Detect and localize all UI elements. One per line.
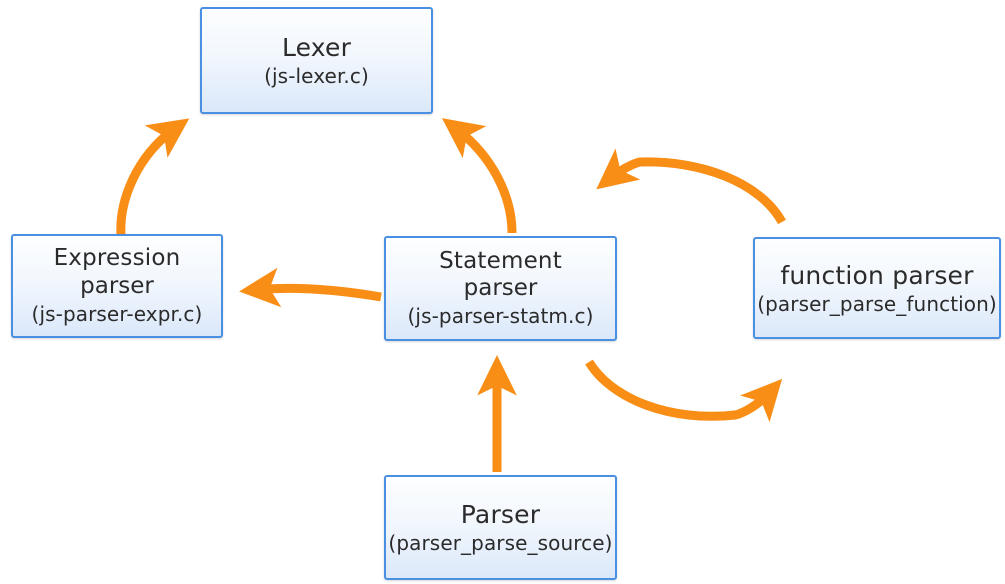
node-lexer[interactable]: Lexer (js-lexer.c) <box>200 7 433 114</box>
node-statement-parser-title: Statement <box>439 247 562 274</box>
node-statement-parser-title-line2: parser <box>463 275 538 302</box>
arrow-statement-parser-to-function-parser <box>585 359 783 423</box>
node-function-parser[interactable]: function parser (parser_parse_function) <box>753 237 1001 339</box>
node-expression-parser-title: Expression <box>53 245 181 272</box>
node-parser[interactable]: Parser (parser_parse_source) <box>384 475 617 580</box>
arrow-function-parser-to-statement-parser <box>596 148 786 225</box>
node-lexer-subtitle: (js-lexer.c) <box>264 64 369 89</box>
arrow-statement-parser-to-expression-parser <box>239 267 382 308</box>
node-statement-parser-subtitle: (js-parser-statm.c) <box>407 304 594 329</box>
node-function-parser-title: function parser <box>780 260 974 290</box>
node-statement-parser[interactable]: Statement parser (js-parser-statm.c) <box>384 236 617 341</box>
arrow-statement-parser-to-lexer <box>441 118 517 234</box>
arrow-expression-parser-to-lexer <box>116 118 190 236</box>
node-function-parser-subtitle: (parser_parse_function) <box>757 291 997 316</box>
node-lexer-title: Lexer <box>281 33 352 63</box>
node-expression-parser[interactable]: Expression parser (js-parser-expr.c) <box>11 234 223 338</box>
node-expression-parser-subtitle: (js-parser-expr.c) <box>31 301 203 326</box>
node-expression-parser-title-line2: parser <box>80 272 154 299</box>
node-parser-subtitle: (parser_parse_source) <box>388 531 613 556</box>
node-parser-title: Parser <box>460 500 541 530</box>
